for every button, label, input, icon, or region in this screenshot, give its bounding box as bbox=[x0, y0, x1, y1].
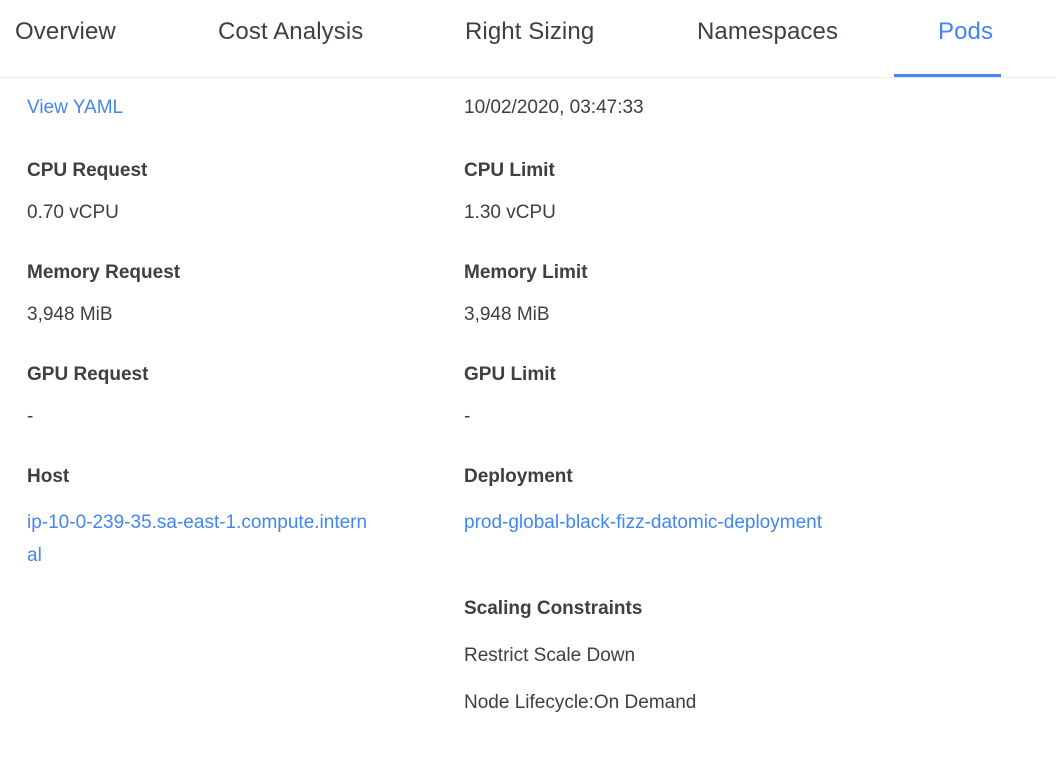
host-value-wrapper: ip-10-0-239-35.sa-east-1.compute.interna… bbox=[27, 506, 447, 572]
pod-detail-panel: View YAML CPU Request 0.70 vCPU Memory R… bbox=[0, 78, 1056, 758]
scaling-constraints-label: Scaling Constraints bbox=[464, 598, 643, 619]
tab-overview-label: Overview bbox=[15, 18, 116, 45]
memory-limit-value: 3,948 MiB bbox=[464, 304, 550, 325]
tab-cost-analysis-label: Cost Analysis bbox=[218, 18, 364, 45]
scaling-constraint-item: Node Lifecycle:On Demand bbox=[464, 692, 697, 713]
deployment-link[interactable]: prod-global-black-fizz-datomic-deploymen… bbox=[464, 512, 822, 533]
field-gpu-request: GPU Request - bbox=[27, 363, 447, 429]
host-link[interactable]: ip-10-0-239-35.sa-east-1.compute.interna… bbox=[27, 512, 368, 566]
tab-pods-active-underline bbox=[894, 74, 1002, 77]
field-host: Host ip-10-0-239-35.sa-east-1.compute.in… bbox=[27, 465, 447, 572]
tab-pods-label: Pods bbox=[938, 18, 994, 45]
deployment-label: Deployment bbox=[464, 466, 573, 487]
view-yaml-link[interactable]: View YAML bbox=[27, 97, 124, 118]
memory-request-label: Memory Request bbox=[27, 262, 181, 283]
field-gpu-limit: GPU Limit - bbox=[464, 363, 884, 429]
tab-right-sizing-label: Right Sizing bbox=[465, 18, 595, 45]
scaling-constraint-item: Restrict Scale Down bbox=[464, 645, 636, 666]
cpu-limit-label: CPU Limit bbox=[464, 160, 555, 181]
memory-request-value: 3,948 MiB bbox=[27, 304, 113, 325]
gpu-request-label: GPU Request bbox=[27, 364, 149, 385]
tab-cost-analysis[interactable]: Cost Analysis bbox=[218, 0, 363, 78]
field-memory-request: Memory Request 3,948 MiB bbox=[27, 261, 447, 327]
host-label: Host bbox=[27, 466, 70, 487]
tab-overview[interactable]: Overview bbox=[15, 0, 116, 78]
cpu-request-label: CPU Request bbox=[27, 160, 148, 181]
cpu-request-value: 0.70 vCPU bbox=[27, 202, 119, 223]
cpu-limit-value: 1.30 vCPU bbox=[464, 202, 556, 223]
field-scaling-constraints: Scaling Constraints Restrict Scale Down … bbox=[464, 597, 884, 715]
gpu-limit-label: GPU Limit bbox=[464, 364, 556, 385]
field-deployment: Deployment prod-global-black-fizz-datomi… bbox=[464, 465, 884, 539]
tab-bar: Overview Cost Analysis Right Sizing Name… bbox=[0, 0, 1056, 78]
tab-pods[interactable]: Pods bbox=[894, 0, 1002, 78]
field-memory-limit: Memory Limit 3,948 MiB bbox=[464, 261, 884, 327]
gpu-limit-value: - bbox=[464, 406, 471, 427]
pod-start-timestamp: 10/02/2020, 03:47:33 bbox=[464, 97, 644, 118]
tab-namespaces-label: Namespaces bbox=[697, 18, 839, 45]
field-cpu-request: CPU Request 0.70 vCPU bbox=[27, 159, 447, 225]
field-cpu-limit: CPU Limit 1.30 vCPU bbox=[464, 159, 884, 225]
tab-namespaces[interactable]: Namespaces bbox=[697, 0, 838, 78]
tab-right-sizing[interactable]: Right Sizing bbox=[465, 0, 594, 78]
gpu-request-value: - bbox=[27, 406, 34, 427]
memory-limit-label: Memory Limit bbox=[464, 262, 588, 283]
deployment-value-wrapper: prod-global-black-fizz-datomic-deploymen… bbox=[464, 506, 884, 539]
